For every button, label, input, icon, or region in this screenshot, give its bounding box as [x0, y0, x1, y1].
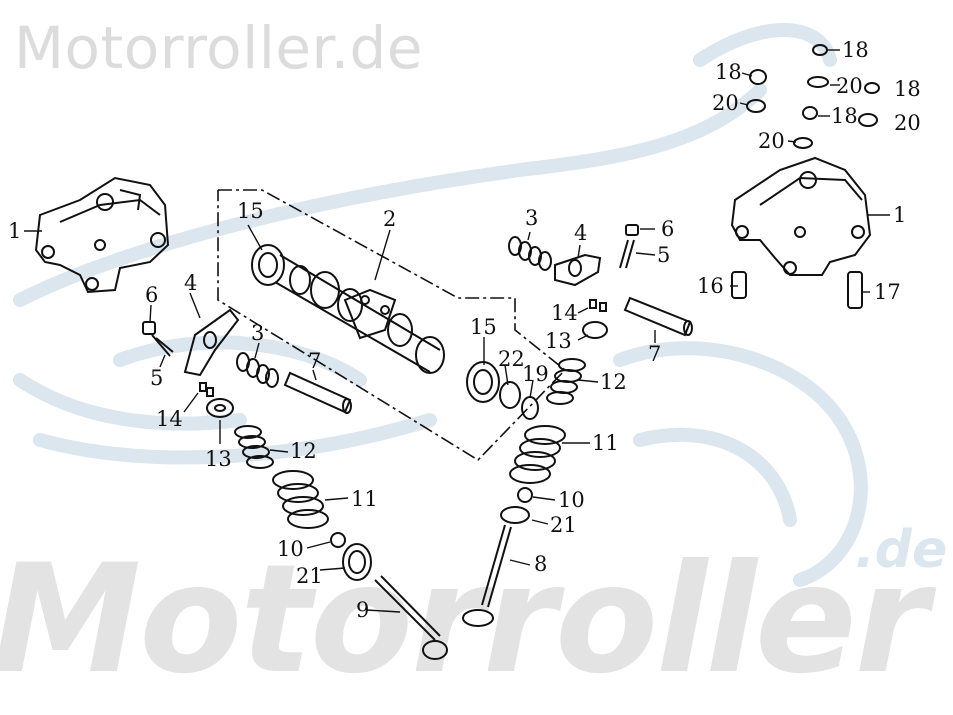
callout-18-b: 18: [715, 60, 742, 84]
callout-8: 8: [534, 552, 547, 576]
callout-6-left: 6: [145, 283, 158, 307]
callout-12-left: 12: [290, 439, 317, 463]
left-rocker-arm: [183, 308, 240, 377]
camshaft: [251, 244, 500, 403]
callout-19: 19: [522, 362, 549, 386]
callout-11-left: 11: [351, 487, 378, 511]
callout-labels: 1 1 2 3 3 4 4 5 5 6 6 7 7 8 9 10 10 11 1…: [8, 38, 921, 622]
callout-13-left: 13: [205, 447, 232, 471]
callout-5-right: 5: [657, 243, 670, 267]
dowel-pins: [731, 271, 863, 309]
watermark-site-title: Motorroller.de: [14, 14, 424, 82]
callout-9: 9: [356, 598, 369, 622]
callout-2: 2: [383, 207, 396, 231]
nuts-and-washers: [746, 44, 880, 149]
left-rocker-bracket: [34, 176, 170, 294]
callout-22: 22: [498, 347, 525, 371]
callout-20-c: 20: [894, 111, 921, 135]
adjuster-screws: [142, 224, 639, 357]
watermark-scooter-outline: [13, 23, 868, 587]
callout-14-right: 14: [551, 301, 578, 325]
callout-12-right: 12: [600, 370, 627, 394]
callout-4-left: 4: [184, 271, 197, 295]
callout-13-right: 13: [545, 329, 572, 353]
callout-16: 16: [697, 274, 724, 298]
callout-15-right: 15: [470, 315, 497, 339]
callout-20-d: 20: [758, 129, 785, 153]
callout-15-left: 15: [237, 199, 264, 223]
callout-1-left: 1: [8, 219, 21, 243]
camshaft-assembly-boundary: [217, 189, 567, 462]
watermark-domain-suffix: .de: [855, 520, 948, 580]
callout-10-right: 10: [558, 488, 585, 512]
callout-3-left: 3: [251, 321, 264, 345]
callout-7-left: 7: [308, 349, 321, 373]
valve-seals-and-seats: [330, 487, 533, 581]
valves: [374, 524, 512, 660]
callout-18-c: 18: [894, 77, 921, 101]
callout-17: 17: [874, 280, 901, 304]
callout-11-right: 11: [592, 431, 619, 455]
callout-4-right: 4: [574, 221, 587, 245]
callout-20-b: 20: [836, 74, 863, 98]
callout-21-left: 21: [296, 564, 323, 588]
rocker-springs: [236, 236, 552, 388]
callout-14-left: 14: [156, 407, 183, 431]
callout-3-right: 3: [525, 206, 538, 230]
leader-lines: [24, 49, 890, 613]
callout-6-right: 6: [661, 217, 674, 241]
outer-valve-springs: [272, 425, 566, 529]
right-rocker-bracket: [730, 156, 872, 276]
callout-21-right: 21: [550, 513, 577, 537]
rocker-shafts: [283, 296, 693, 414]
cotters-and-retainers: [199, 299, 608, 418]
callout-18-d: 18: [831, 104, 858, 128]
right-rocker-arm: [554, 253, 602, 287]
callout-20-a: 20: [712, 91, 739, 115]
callout-5-left: 5: [150, 366, 163, 390]
inner-valve-springs: [234, 358, 586, 469]
callout-10-left: 10: [277, 537, 304, 561]
callout-1-right: 1: [893, 203, 906, 227]
callout-18-a: 18: [842, 38, 869, 62]
callout-7-right: 7: [648, 342, 661, 366]
